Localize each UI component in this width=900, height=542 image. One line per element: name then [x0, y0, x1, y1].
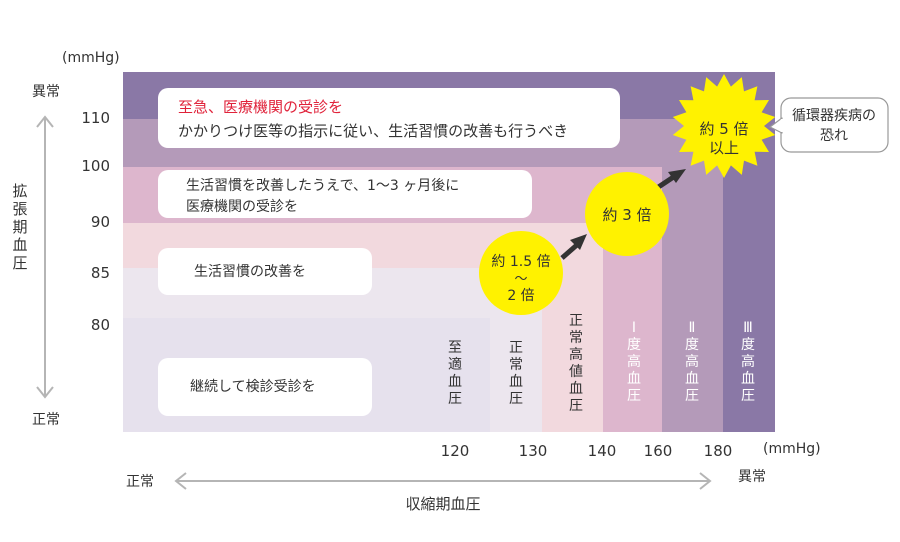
- risk-badge-3-line1: 約 5 倍: [699, 120, 748, 138]
- y-tick-label: 100: [81, 157, 110, 175]
- risk-badge-2: 約 3 倍: [585, 172, 669, 256]
- x-axis-label: 収縮期血圧: [405, 495, 480, 513]
- x-tick-label: 130: [519, 442, 548, 460]
- advice-lifestyle-text: 生活習慣の改善を: [194, 263, 306, 280]
- y-tick-label: 85: [91, 264, 110, 282]
- risk-badge-1-line1: 約 1.5 倍: [491, 254, 550, 270]
- x-tick-label: 120: [441, 442, 470, 460]
- y-axis-label-text: 拡張期血圧: [12, 182, 27, 272]
- x-unit: (mmHg): [763, 441, 821, 457]
- y-high-label: 異常: [32, 84, 60, 100]
- callout-line2: 恐れ: [820, 128, 848, 144]
- x-axis-arrow: [174, 472, 712, 490]
- column-label-normal-high: 正常高値血圧: [569, 313, 583, 414]
- y-tick-label: 110: [81, 109, 110, 127]
- y-tick-label: 80: [91, 316, 110, 334]
- advice-urgent-text: かかりつけ医等の指示に従い、生活習慣の改善も行うべき: [178, 122, 568, 140]
- risk-badge-2-line1: 約 3 倍: [602, 206, 651, 224]
- x-high-label: 異常: [738, 469, 766, 485]
- x-tick-label: 160: [644, 442, 673, 460]
- risk-badge-3-line2: 以上: [709, 139, 739, 157]
- x-low-label: 正常: [126, 474, 154, 490]
- advice-lifestyle-then-visit-line1: 生活習慣を改善したうえで、1〜3 ヶ月後に: [186, 177, 459, 194]
- advice-lifestyle-then-visit-line2: 医療機関の受診を: [186, 198, 298, 215]
- y-axis-arrow: [36, 115, 54, 399]
- risk-badge-1-line2: 〜: [514, 272, 527, 287]
- callout-line1: 循環器疾病の: [792, 108, 876, 124]
- risk-badge-3: 約 5 倍 以上: [672, 74, 776, 178]
- x-tick-label: 140: [588, 442, 617, 460]
- advice-checkup-text: 継続して検診受診を: [190, 378, 316, 395]
- x-ticks: 120 130 140 160 180: [441, 442, 733, 460]
- advice-checkup: 継続して検診受診を: [158, 358, 372, 416]
- advice-urgent-title: 至急、医療機関の受診を: [178, 98, 343, 116]
- y-ticks: 80 85 90 100 110: [81, 109, 110, 334]
- column-label-normal: 正常血圧: [509, 340, 523, 407]
- advice-urgent: 至急、医療機関の受診を かかりつけ医等の指示に従い、生活習慣の改善も行うべき: [158, 88, 620, 148]
- risk-badge-1: 約 1.5 倍 〜 2 倍: [479, 231, 563, 315]
- risk-badge-1-line3: 2 倍: [507, 288, 534, 304]
- y-axis-label: 拡張期血圧: [12, 182, 27, 272]
- advice-lifestyle: 生活習慣の改善を: [158, 248, 372, 295]
- column-label-optimal: 至適血圧: [448, 340, 462, 407]
- y-unit: (mmHg): [62, 50, 120, 66]
- x-tick-label: 180: [704, 442, 733, 460]
- risk-arrows: [560, 169, 686, 260]
- callout-cardiovascular: 循環器疾病の 恐れ: [769, 97, 889, 153]
- advice-lifestyle-then-visit: 生活習慣を改善したうえで、1〜3 ヶ月後に 医療機関の受診を: [158, 170, 532, 218]
- y-low-label: 正常: [32, 412, 60, 428]
- y-tick-label: 90: [91, 213, 110, 231]
